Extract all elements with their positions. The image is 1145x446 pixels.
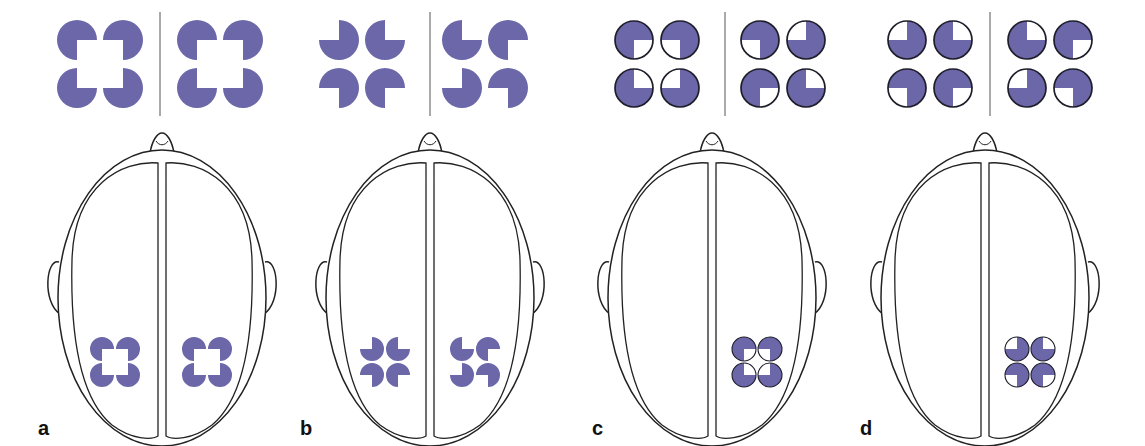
panel-label: c (592, 418, 603, 438)
panel-label: b (300, 418, 312, 438)
panel-label: a (38, 418, 49, 438)
panel-label: d (860, 418, 872, 438)
